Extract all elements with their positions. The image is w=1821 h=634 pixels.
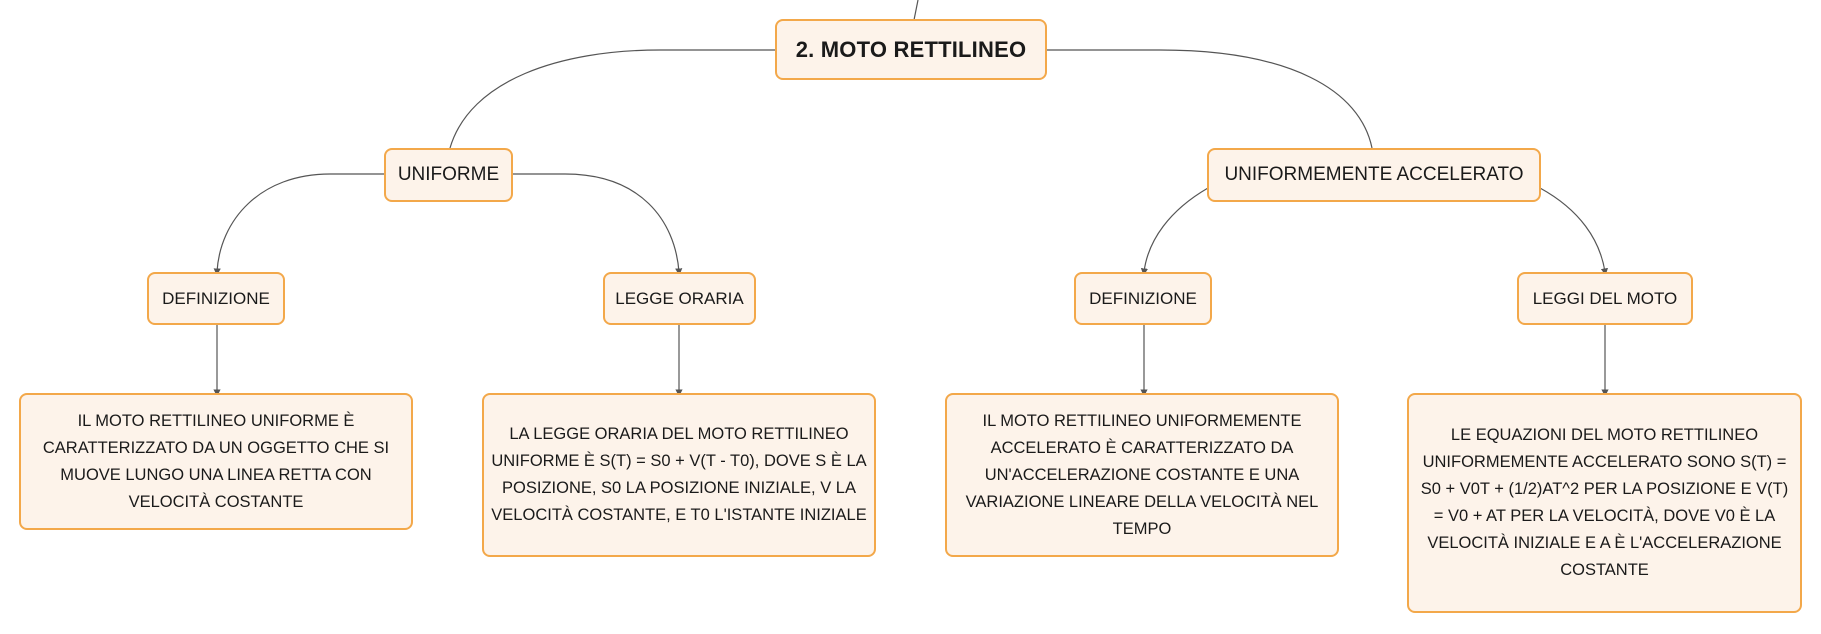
leggi-moto-text[interactable]: LE EQUAZIONI DEL MOTO RETTILINEO UNIFORM… [1407, 393, 1802, 613]
legge-oraria-text[interactable]: LA LEGGE ORARIA DEL MOTO RETTILINEO UNIF… [482, 393, 876, 557]
uniforme-definizione-node[interactable]: DEFINIZIONE [147, 272, 285, 325]
leggi-moto-text-content: LE EQUAZIONI DEL MOTO RETTILINEO UNIFORM… [1420, 426, 1789, 579]
legge-oraria-label: LEGGE ORARIA [615, 288, 744, 308]
connector-accelerato-definizione [1140, 187, 1209, 276]
leggi-moto-label: LEGGI DEL MOTO [1532, 288, 1678, 308]
accelerato-label: UNIFORMEMENTE ACCELERATO [1224, 164, 1524, 185]
accelerato-definizione-text[interactable]: IL MOTO RETTILINEO UNIFORMEMENTE ACCELER… [945, 393, 1339, 557]
uniforme-definizione-text[interactable]: IL MOTO RETTILINEO UNIFORME È CARATTERIZ… [19, 393, 413, 530]
connector-uniforme-legge [512, 173, 683, 276]
legge-oraria-node[interactable]: LEGGE ORARIA [603, 272, 756, 325]
connector-root-uniforme [449, 49, 778, 149]
connector-uniforme-definizione [213, 173, 385, 276]
uniforme-label: UNIFORME [397, 164, 500, 185]
uniforme-node[interactable]: UNIFORME [384, 148, 513, 202]
root-node[interactable]: 2. MOTO RETTILINEO [775, 19, 1047, 80]
uniforme-definizione-text-content: IL MOTO RETTILINEO UNIFORME È CARATTERIZ… [42, 411, 390, 511]
uniforme-definizione-label: DEFINIZIONE [162, 288, 270, 308]
accelerato-definizione-text-content: IL MOTO RETTILINEO UNIFORMEMENTE ACCELER… [965, 411, 1319, 538]
connector-root-accelerato [1045, 49, 1373, 149]
root-label: 2. MOTO RETTILINEO [795, 36, 1027, 62]
legge-oraria-text-content: LA LEGGE ORARIA DEL MOTO RETTILINEO UNIF… [491, 425, 867, 524]
connector-parent-root [913, 0, 919, 21]
accelerato-node[interactable]: UNIFORMEMENTE ACCELERATO [1207, 148, 1541, 202]
connector-accelerato-leggi [1539, 187, 1608, 276]
leggi-moto-node[interactable]: LEGGI DEL MOTO [1517, 272, 1693, 325]
accelerato-definizione-node[interactable]: DEFINIZIONE [1074, 272, 1212, 325]
accelerato-definizione-label: DEFINIZIONE [1089, 288, 1197, 308]
